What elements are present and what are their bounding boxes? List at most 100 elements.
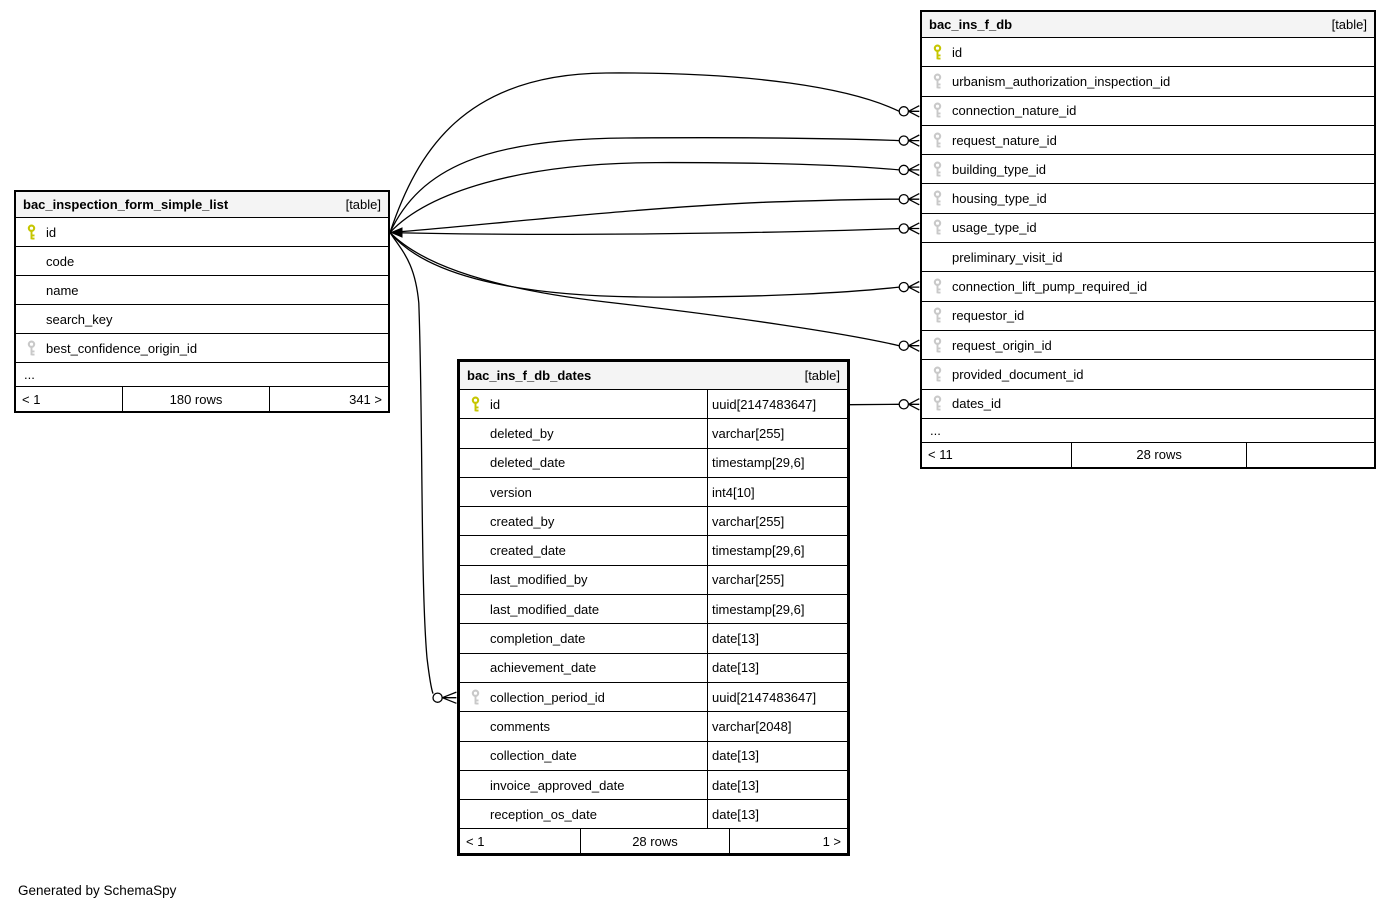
column-type: uuid[2147483647] xyxy=(707,682,847,712)
column-type: varchar[255] xyxy=(707,507,847,536)
column-row: requestor_id xyxy=(922,301,1374,331)
column-type: timestamp[29,6] xyxy=(707,536,847,565)
table-bac_inspection_form_simple_list: bac_inspection_form_simple_list [table] … xyxy=(14,190,390,413)
key-cell xyxy=(922,214,952,242)
primary-key-icon xyxy=(470,396,481,413)
table-title[interactable]: bac_ins_f_db xyxy=(929,17,1013,32)
column-row: usage_type_id xyxy=(922,213,1374,244)
column-name: request_nature_id xyxy=(952,132,1057,148)
column-name: preliminary_visit_id xyxy=(952,249,1063,265)
pk-arrow-icon xyxy=(390,227,403,238)
key-cell xyxy=(922,184,952,212)
column-type: date[13] xyxy=(707,800,847,829)
foreign-key-icon xyxy=(932,219,943,236)
key-cell xyxy=(922,67,952,95)
column-name: created_by xyxy=(490,513,555,529)
column-name: housing_type_id xyxy=(952,191,1047,207)
column-row: dates_id xyxy=(922,389,1374,419)
pagination-prev[interactable]: < 1 xyxy=(466,833,485,849)
column-name: connection_nature_id xyxy=(952,103,1077,119)
key-cell xyxy=(16,305,46,333)
column-row: preliminary_visit_id xyxy=(922,243,1374,273)
column-name: id xyxy=(952,44,963,60)
key-cell xyxy=(922,331,952,359)
column-row: completion_date date[13] xyxy=(460,624,847,654)
column-row: comments varchar[2048] xyxy=(460,712,847,742)
column-row: id uuid[2147483647] xyxy=(460,390,847,420)
relationship-line xyxy=(389,232,900,298)
column-name: connection_lift_pump_required_id xyxy=(952,279,1148,295)
column-type: varchar[255] xyxy=(707,565,847,595)
pagination-prev[interactable]: < 11 xyxy=(928,447,953,463)
table-title[interactable]: bac_inspection_form_simple_list xyxy=(23,197,229,212)
key-cell xyxy=(16,247,46,275)
relationship-line xyxy=(389,232,900,347)
foreign-key-icon xyxy=(932,307,943,324)
pagination-next[interactable]: 341 > xyxy=(268,387,388,411)
column-name: name xyxy=(46,282,79,298)
column-row: search_key xyxy=(16,305,388,334)
relationship-line xyxy=(389,161,900,233)
pagination-next[interactable]: 1 > xyxy=(728,829,847,854)
foreign-key-icon xyxy=(26,340,37,357)
key-cell xyxy=(922,243,952,271)
column-name: completion_date xyxy=(490,631,586,647)
column-row: building_type_id xyxy=(922,155,1374,185)
column-row: connection_lift_pump_required_id xyxy=(922,272,1374,302)
column-type: date[13] xyxy=(707,653,847,682)
key-cell xyxy=(460,624,490,652)
key-cell xyxy=(460,507,490,535)
table-header: bac_inspection_form_simple_list [table] xyxy=(16,192,388,218)
fk-crowfoot-icon xyxy=(908,222,920,235)
column-row: id xyxy=(16,218,388,247)
column-row: reception_os_date date[13] xyxy=(460,800,847,830)
column-name: best_confidence_origin_id xyxy=(46,340,198,356)
relationship-line xyxy=(389,72,900,233)
column-row: urbanism_authorization_inspection_id xyxy=(922,67,1374,97)
key-cell xyxy=(460,595,490,623)
column-row: created_by varchar[255] xyxy=(460,507,847,537)
column-row: invoice_approved_date date[13] xyxy=(460,770,847,801)
relationship-line xyxy=(389,232,434,694)
foreign-key-icon xyxy=(932,366,943,383)
key-cell xyxy=(922,38,952,66)
key-cell xyxy=(460,566,490,594)
column-row: collection_date date[13] xyxy=(460,741,847,771)
pagination-prev[interactable]: < 1 xyxy=(22,391,41,407)
column-row: connection_nature_id xyxy=(922,96,1374,126)
column-row: collection_period_id uuid[2147483647] xyxy=(460,682,847,713)
column-name: requestor_id xyxy=(952,308,1025,324)
table-header: bac_ins_f_db [table] xyxy=(922,12,1374,38)
primary-key-icon xyxy=(932,44,943,61)
column-row: best_confidence_origin_id xyxy=(16,334,388,363)
row-count-label: 180 rows xyxy=(122,387,269,411)
key-cell xyxy=(922,390,952,418)
fk-circle-icon xyxy=(898,340,910,351)
column-row: deleted_date timestamp[29,6] xyxy=(460,448,847,478)
table-tag: [table] xyxy=(345,197,381,212)
column-row: last_modified_by varchar[255] xyxy=(460,565,847,596)
fk-circle-icon xyxy=(898,281,910,293)
fk-crowfoot-icon xyxy=(442,691,457,704)
fk-crowfoot-icon xyxy=(908,134,920,147)
column-name: deleted_by xyxy=(490,425,554,441)
row-count-label: 28 rows xyxy=(1071,442,1246,467)
key-cell xyxy=(16,334,46,362)
foreign-key-icon xyxy=(932,161,943,178)
foreign-key-icon xyxy=(932,73,943,90)
key-cell xyxy=(922,272,952,300)
key-cell xyxy=(460,800,490,828)
key-cell xyxy=(460,683,490,711)
column-name: comments xyxy=(490,718,550,734)
table-header: bac_ins_f_db_dates [table] xyxy=(460,362,847,390)
table-title[interactable]: bac_ins_f_db_dates xyxy=(467,368,592,383)
fk-crowfoot-icon xyxy=(908,193,920,206)
fk-circle-icon xyxy=(898,193,910,205)
key-cell xyxy=(922,97,952,125)
key-cell xyxy=(16,276,46,304)
fk-circle-icon xyxy=(898,135,910,146)
foreign-key-icon xyxy=(932,132,943,149)
fk-circle-icon xyxy=(898,164,910,176)
column-name: code xyxy=(46,253,75,269)
key-cell xyxy=(460,419,490,447)
